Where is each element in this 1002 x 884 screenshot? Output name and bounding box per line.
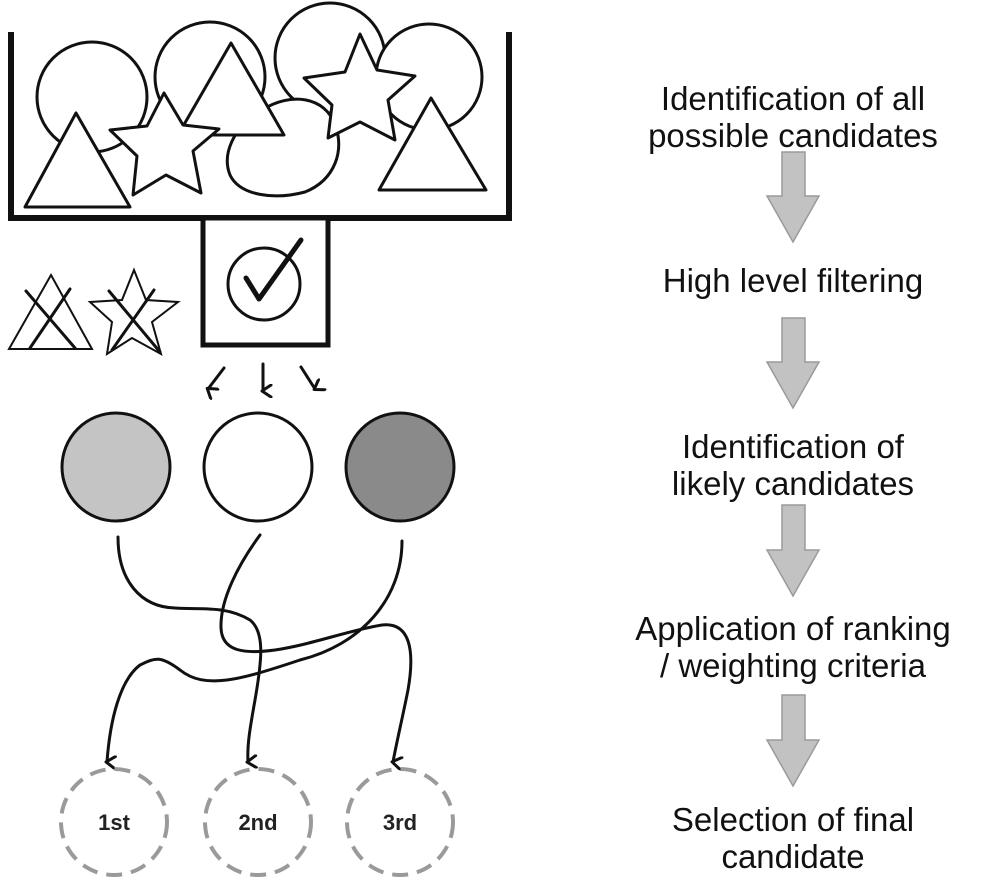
pool-triangle bbox=[176, 41, 286, 137]
pool-triangle bbox=[377, 96, 488, 192]
flow-arrow-icon bbox=[765, 317, 821, 410]
candidate-circle-light bbox=[60, 411, 172, 523]
candidate-pool bbox=[8, 1, 512, 221]
rankings: 1st 2nd 3rd bbox=[59, 767, 455, 877]
step-line: likely candidates bbox=[672, 465, 914, 502]
step-line: Application of ranking bbox=[635, 610, 951, 647]
step-final-selection: Selection of final candidate bbox=[672, 801, 914, 875]
step-line: candidate bbox=[721, 838, 864, 875]
flow-arrow-icon bbox=[765, 151, 821, 244]
candidate-circle-dark bbox=[344, 411, 456, 523]
path-light-to-2nd bbox=[116, 535, 263, 762]
flow-arrow-icon bbox=[765, 504, 821, 598]
step-line: / weighting criteria bbox=[660, 647, 927, 684]
rank-3rd: 3rd bbox=[345, 767, 455, 877]
step-high-level-filtering: High level filtering bbox=[663, 262, 923, 299]
arrow-down-right-icon bbox=[299, 365, 315, 389]
step-identify-likely: Identification of likely candidates bbox=[672, 428, 914, 502]
ranking-paths bbox=[107, 533, 413, 762]
rank-label: 2nd bbox=[238, 810, 277, 835]
path-dark-to-1st bbox=[107, 539, 404, 762]
distribution-arrows bbox=[208, 362, 315, 391]
rejected-star-icon bbox=[87, 267, 181, 357]
rank-label: 3rd bbox=[383, 810, 417, 835]
path-white-to-3rd bbox=[219, 533, 413, 762]
rank-label: 1st bbox=[98, 810, 130, 835]
filter-box bbox=[200, 215, 331, 348]
candidate-circle-white bbox=[202, 411, 314, 523]
dashed-rank-circle bbox=[203, 767, 313, 877]
pool-star bbox=[302, 32, 417, 142]
pool-triangle bbox=[23, 111, 132, 209]
step-line: Selection of final bbox=[672, 801, 914, 838]
filter bbox=[7, 215, 331, 391]
candidates bbox=[60, 411, 456, 523]
rank-2nd: 2nd bbox=[203, 767, 313, 877]
check-circle-icon bbox=[226, 237, 304, 322]
pool-star bbox=[108, 91, 221, 197]
step-line: possible candidates bbox=[648, 117, 938, 154]
step-identify-all: Identification of all possible candidate… bbox=[648, 80, 938, 154]
step-line: Identification of all bbox=[661, 80, 925, 117]
dashed-rank-circle bbox=[345, 767, 455, 877]
dashed-rank-circle bbox=[59, 767, 169, 877]
step-line: Identification of bbox=[682, 428, 905, 465]
process-flow: Identification of all possible candidate… bbox=[635, 80, 951, 875]
flow-arrow-icon bbox=[765, 694, 821, 788]
arrow-down-left-icon bbox=[208, 366, 226, 389]
step-ranking-criteria: Application of ranking / weighting crite… bbox=[635, 610, 951, 684]
rank-1st: 1st bbox=[59, 767, 169, 877]
rejected-triangle-icon bbox=[7, 272, 94, 350]
step-line: High level filtering bbox=[663, 262, 923, 299]
